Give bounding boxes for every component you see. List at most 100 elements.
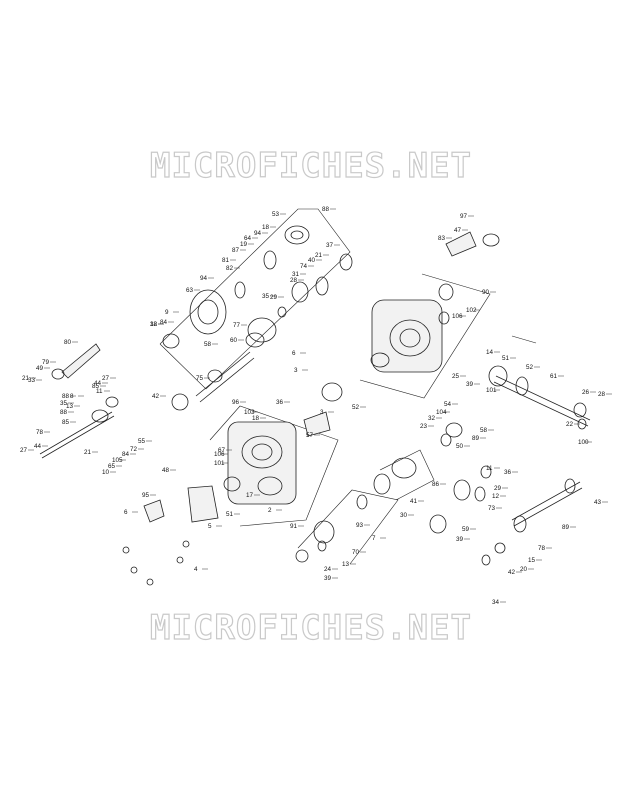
callout-number: 93 [356, 522, 364, 529]
callout-number: 22 [566, 421, 574, 428]
callout-number: 37 [326, 242, 334, 249]
callout-number: 6 [292, 350, 296, 357]
parts [39, 225, 591, 586]
callout-number: 18 [262, 224, 270, 231]
callout-number: 91 [290, 523, 298, 530]
callout-number: 35 [262, 293, 270, 300]
callout-number: 106 [452, 313, 463, 320]
callout-number: 17 [246, 492, 254, 499]
callout-number: 57 [306, 432, 314, 439]
callout-number: 21 [22, 375, 30, 382]
callout-number: 41 [410, 498, 418, 505]
callout-number: 40 [308, 257, 316, 264]
callout-number: 31 [292, 271, 300, 278]
callout-number: 51 [502, 355, 510, 362]
callout-number: 59 [462, 526, 470, 533]
callout-number: 79 [42, 359, 50, 366]
callout-number: 24 [324, 566, 332, 573]
callout-number: 11 [96, 388, 103, 395]
callout-number: 84 [160, 319, 168, 326]
callout-number: 94 [254, 230, 262, 237]
callout-number: 81 [222, 257, 230, 264]
callout-number: 2 [268, 507, 272, 514]
callout-number: 95 [142, 492, 150, 499]
callout-number: 19 [240, 241, 248, 248]
callout-number: 94 [200, 275, 208, 282]
callout-number: 20 [520, 566, 528, 573]
callout-number: 47 [454, 227, 462, 234]
callout-number: 52 [526, 364, 534, 371]
callout-number: 32 [428, 415, 436, 422]
watermark-bottom: MICROFICHES.NET [149, 607, 473, 648]
callout-number: 64 [244, 235, 252, 242]
callout-number: 42 [152, 393, 160, 400]
callout-number: 90 [482, 289, 490, 296]
callout-number: 21 [84, 449, 92, 456]
callout-number: 88 [62, 393, 70, 400]
watermark-top: MICROFICHES.NET [149, 145, 473, 186]
callout-number: 102 [466, 307, 477, 314]
callout-number: 3 [294, 367, 298, 374]
callout-number: 44 [94, 380, 102, 387]
callout-number: 105 [112, 457, 123, 464]
callout-number: 58 [204, 341, 212, 348]
callout-number: 101 [486, 387, 497, 394]
callout-number: 50 [456, 443, 464, 450]
callout-number: 77 [233, 322, 241, 329]
callout-number: 60 [230, 337, 238, 344]
callout-number: 88 [60, 409, 68, 416]
callout-number: 78 [538, 545, 546, 552]
callout-number: 44 [34, 443, 42, 450]
callout-number: 89 [562, 524, 570, 531]
callout-number: 29 [494, 485, 502, 492]
callout-number: 63 [186, 287, 194, 294]
callout-number: 83 [438, 235, 446, 242]
callout-number: 55 [138, 438, 146, 445]
callout-number: 61 [550, 373, 558, 380]
callout-number: 74 [300, 263, 308, 270]
callout-number: 36 [276, 399, 284, 406]
callout-number: 65 [108, 463, 116, 470]
callout-number: 87 [232, 247, 240, 254]
callout-number: 72 [130, 446, 138, 453]
callout-number: 42 [508, 569, 516, 576]
callout-number: 104 [436, 409, 447, 416]
callout-number: 14 [486, 349, 494, 356]
callout-number: 30 [400, 512, 408, 519]
group-brackets [159, 208, 537, 565]
callout-number: 48 [162, 467, 170, 474]
callout-number: 3 [320, 409, 324, 416]
callout-number: 67 [218, 447, 226, 454]
callout-labels: 8853189464198782819421377431284029639843… [20, 206, 612, 606]
callout-number: 6 [124, 509, 128, 516]
callout-number: 28 [290, 277, 298, 284]
callout-number: 38 [150, 321, 158, 328]
callout-number: 49 [36, 365, 44, 372]
callout-number: 73 [488, 505, 496, 512]
callout-number: 70 [352, 549, 360, 556]
callout-number: 27 [20, 447, 28, 454]
callout-number: 13 [66, 403, 74, 410]
callout-number: 106 [214, 451, 225, 458]
callout-number: 35 [60, 400, 68, 407]
callout-number: 28 [598, 391, 606, 398]
callout-number: 43 [594, 499, 602, 506]
callout-number: 11 [486, 465, 493, 472]
callout-number: 85 [62, 419, 70, 426]
callout-number: 15 [528, 557, 536, 564]
callout-number: 52 [352, 404, 360, 411]
callout-number: 101 [214, 460, 225, 467]
callout-number: 7 [372, 535, 376, 542]
callout-number: 29 [270, 294, 278, 301]
callout-number: 39 [324, 575, 332, 582]
callout-number: 100 [578, 439, 589, 446]
callout-number: 78 [36, 429, 44, 436]
callout-number: 4 [194, 566, 198, 573]
callout-number: 97 [460, 213, 468, 220]
callout-number: 13 [342, 561, 350, 568]
callout-number: 103 [244, 409, 255, 416]
callout-number: 9 [165, 309, 169, 316]
callout-number: 51 [226, 511, 234, 518]
